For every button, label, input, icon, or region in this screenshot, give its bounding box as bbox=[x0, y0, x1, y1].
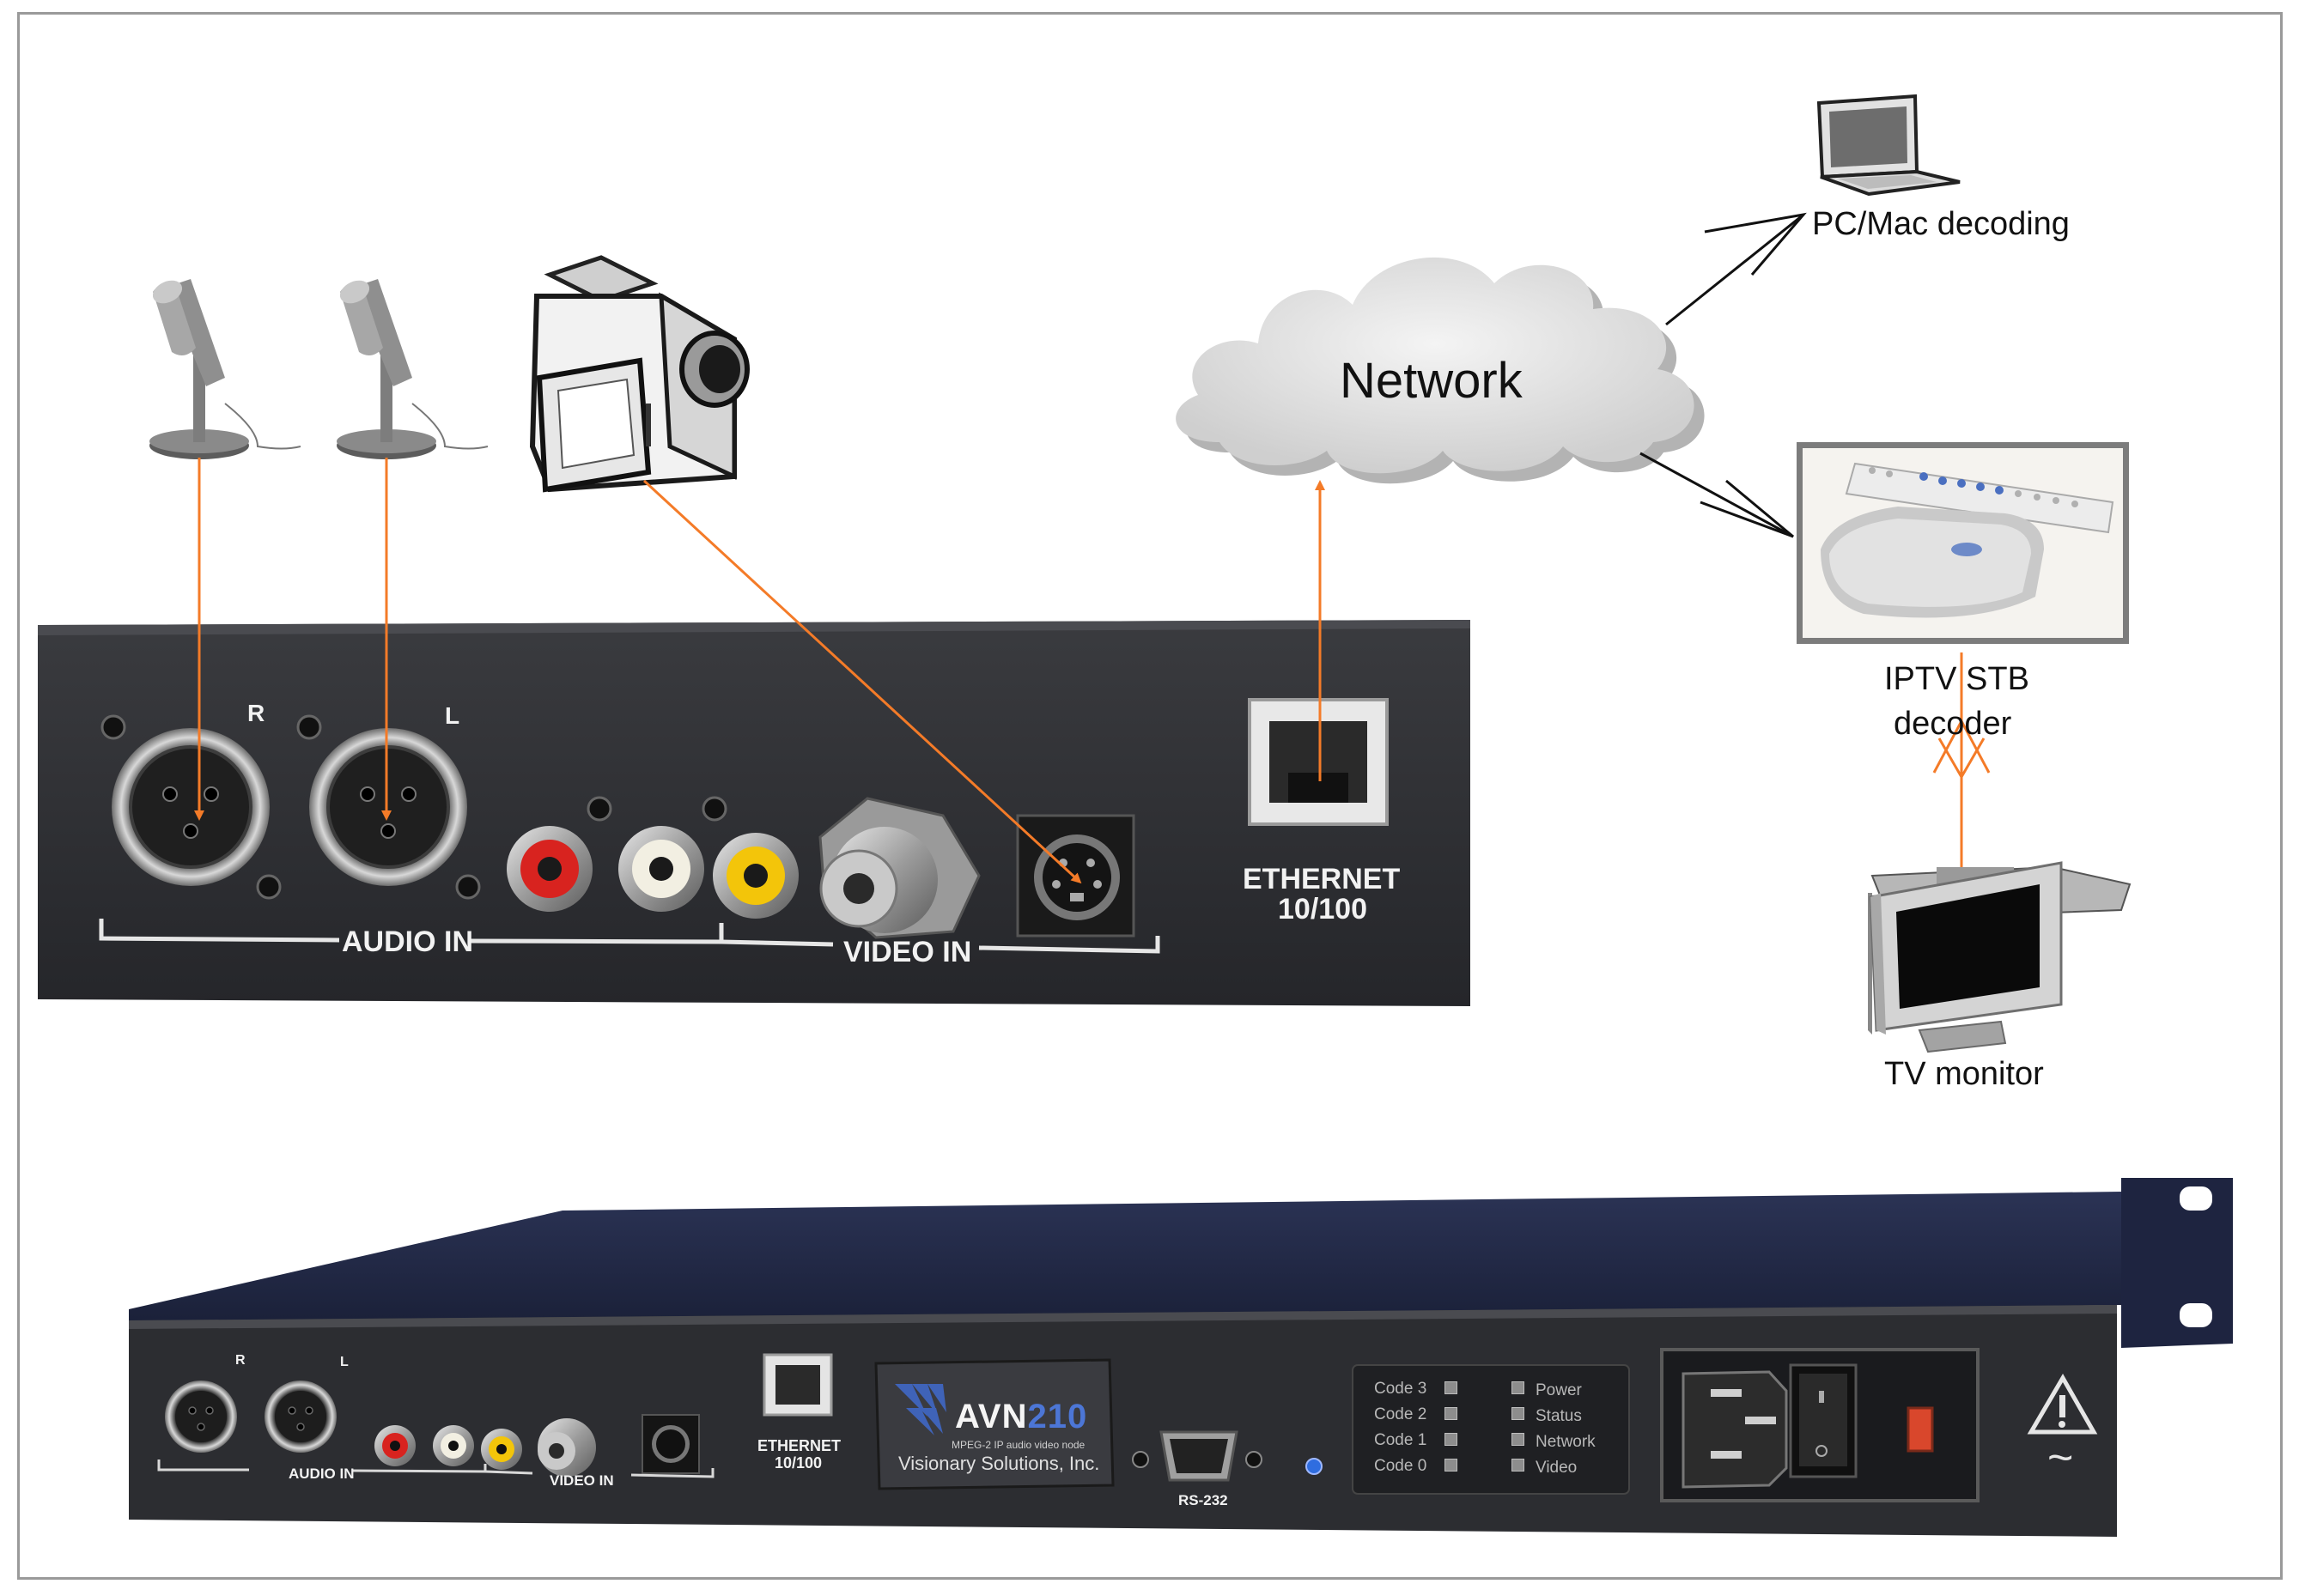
status-led bbox=[1511, 1407, 1524, 1420]
link-stb-arrowhead bbox=[1700, 479, 1794, 538]
link-network-to-stb bbox=[1639, 452, 1794, 538]
video-led bbox=[1511, 1459, 1524, 1472]
signal-arrows bbox=[194, 458, 1991, 884]
closeup-rear-panel bbox=[38, 620, 1470, 1006]
iptv-stb-label: IPTV STB bbox=[1884, 661, 2029, 697]
rs232-label: RS-232 bbox=[1178, 1492, 1228, 1508]
brand-model-label: AVN210 bbox=[955, 1398, 1087, 1436]
closeup-l-label: L bbox=[445, 702, 460, 729]
network-led-label: Network bbox=[1536, 1433, 1596, 1451]
rack-video-in-label: VIDEO IN bbox=[550, 1472, 614, 1489]
network-links bbox=[1639, 212, 1807, 538]
closeup-audio-in-label: AUDIO IN bbox=[342, 925, 473, 958]
status-label: Status bbox=[1536, 1407, 1582, 1425]
link-pc-arrowhead bbox=[1704, 212, 1807, 276]
tv-monitor-label: TV monitor bbox=[1884, 1056, 2044, 1092]
code-1-led bbox=[1444, 1433, 1457, 1446]
power-led bbox=[1511, 1381, 1524, 1394]
code-3-label: Code 3 bbox=[1374, 1380, 1427, 1398]
code-0-label: Code 0 bbox=[1374, 1457, 1427, 1475]
code-2-led bbox=[1444, 1407, 1457, 1420]
laptop-icon bbox=[1816, 94, 1961, 197]
arrow-stb-to-tv bbox=[1932, 652, 1991, 867]
code-0-led bbox=[1444, 1459, 1457, 1472]
video-label: Video bbox=[1536, 1459, 1578, 1477]
brand-number: 210 bbox=[1027, 1398, 1088, 1435]
decoder-label: decoder bbox=[1894, 706, 2012, 742]
network-cloud bbox=[1176, 257, 1705, 484]
link-network-to-pc bbox=[1665, 213, 1804, 326]
iptv-stb-photo bbox=[1797, 442, 2129, 644]
company-name: Visionary Solutions, Inc. bbox=[898, 1453, 1100, 1474]
rack-audio-in-label: AUDIO IN bbox=[289, 1466, 355, 1482]
pc-mac-decoding-label: PC/Mac decoding bbox=[1812, 206, 2070, 242]
tv-monitor-icon bbox=[1868, 861, 2132, 1053]
power-label: Power bbox=[1536, 1381, 1582, 1399]
closeup-r-label: R bbox=[247, 700, 265, 726]
microphone-icon bbox=[337, 279, 489, 459]
closeup-video-in-label: VIDEO IN bbox=[843, 936, 972, 968]
code-3-led bbox=[1444, 1381, 1457, 1394]
camcorder-icon bbox=[529, 255, 750, 493]
network-led bbox=[1511, 1433, 1524, 1446]
network-label: Network bbox=[1340, 353, 1523, 409]
rack-r-label: R bbox=[235, 1353, 246, 1368]
code-2-label: Code 2 bbox=[1374, 1405, 1427, 1423]
code-1-label: Code 1 bbox=[1374, 1431, 1427, 1449]
closeup-ethernet-label: ETHERNET bbox=[1243, 863, 1401, 895]
ac-tilde-label: ~ bbox=[2047, 1433, 2074, 1483]
rack-ethernet-speed-label: 10/100 bbox=[775, 1454, 823, 1472]
brand-prefix: AVN bbox=[955, 1398, 1028, 1435]
brand-tagline: MPEG-2 IP audio video node bbox=[952, 1439, 1086, 1451]
rack-ethernet-label: ETHERNET bbox=[757, 1437, 842, 1454]
microphone-icon bbox=[149, 279, 301, 459]
closeup-ethernet-speed-label: 10/100 bbox=[1278, 893, 1367, 925]
arrow-camera-to-svideo bbox=[642, 479, 1082, 884]
rack-unit bbox=[129, 1178, 2233, 1537]
rack-l-label: L bbox=[340, 1355, 349, 1369]
